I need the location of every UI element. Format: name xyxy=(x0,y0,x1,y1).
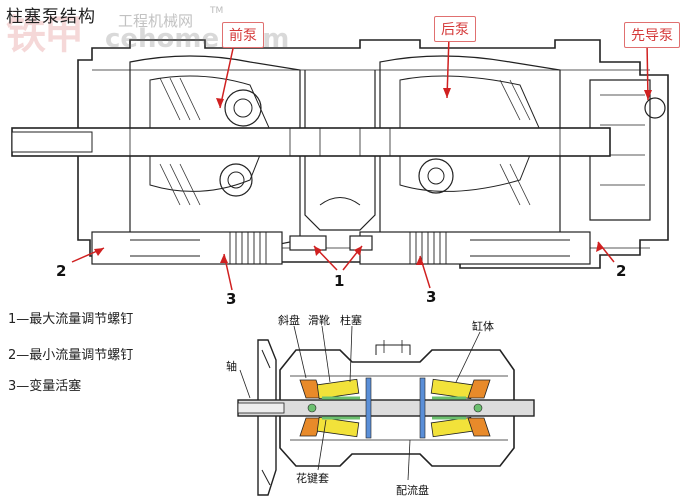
legend-item-1: 1—最大流量调节螺钉 xyxy=(8,312,134,327)
legend-item-2: 2—最小流量调节螺钉 xyxy=(8,348,134,363)
callout-front-pump: 前泵 xyxy=(222,22,264,48)
detail-label-spline-sleeve: 花键套 xyxy=(296,472,329,485)
detail-label-plunger: 柱塞 xyxy=(340,314,362,327)
watermark-tm: TM xyxy=(210,6,224,16)
label-3-right: 3 xyxy=(426,288,437,306)
label-3-left: 3 xyxy=(226,290,237,308)
detail-label-slipper: 滑靴 xyxy=(308,314,330,327)
label-1: 1 xyxy=(334,272,345,290)
legend-item-3: 3—变量活塞 xyxy=(8,379,82,394)
label-2-left: 2 xyxy=(56,262,67,280)
page-title: 柱塞泵结构 xyxy=(6,7,96,27)
detail-section-drawing xyxy=(237,325,535,496)
label-2-right: 2 xyxy=(616,262,627,280)
callout-pilot-pump: 先导泵 xyxy=(624,22,680,48)
detail-label-shaft: 轴 xyxy=(226,360,237,373)
watermark-site-name: 工程机械网 xyxy=(118,12,194,30)
detail-label-valve-plate: 配流盘 xyxy=(396,484,429,497)
detail-label-cylinder: 缸体 xyxy=(472,320,494,333)
callout-rear-pump: 后泵 xyxy=(434,16,476,42)
watermark-logo: 铁甲 xyxy=(6,12,84,58)
detail-label-swash-plate: 斜盘 xyxy=(278,314,300,327)
